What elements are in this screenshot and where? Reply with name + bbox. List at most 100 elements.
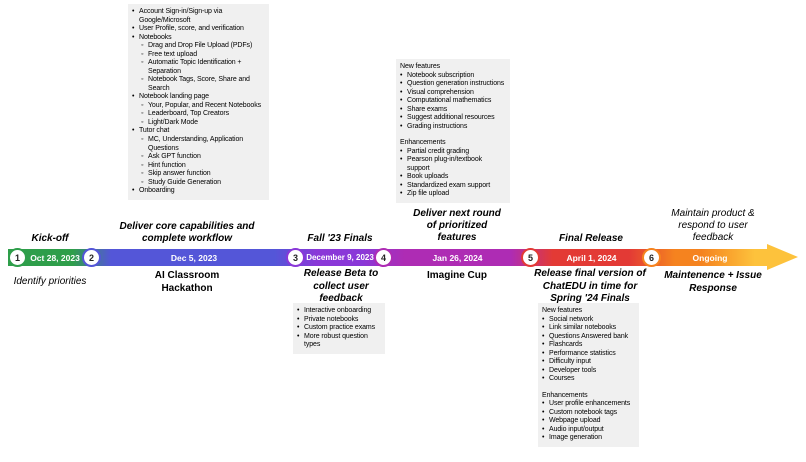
list-item: •Notebook subscription [400,72,506,81]
list-item: •Custom practice exams [297,324,381,333]
list-item: • Questions Answered bank [542,333,635,342]
list-item: •Link similar notebooks [542,324,635,333]
list-item-text: Light/Dark Mode [148,118,198,126]
list-item-text: Courses [549,375,575,383]
milestone-1-date: Oct 28, 2023 [30,253,80,263]
list-item: • Social network [542,316,635,325]
list-item-text: Your, Popular, and Recent Notebooks [148,101,261,109]
list-item-text: Partial credit grading [407,147,469,155]
milestone-5-marker: 5 [521,248,540,267]
callout-final-release-features-list: New features•Social network•Link similar… [538,303,639,447]
list-item-text: Drag and Drop File Upload (PDFs) [148,42,253,50]
bullet-icon: • [542,349,545,357]
milestone-3-marker: 3 [286,248,305,267]
list-item: •Grading instructions [400,123,506,132]
bullet-icon: • [400,80,403,88]
list-item-text: Notebook Tags, Score, Share and Search [148,76,250,92]
list-section-header: New features [542,307,583,314]
callout-core-capabilities-list: •Account Sign-in/Sign-up via Google/Micr… [128,4,269,200]
milestone-2-label: AI Classroom Hackathon [154,270,220,294]
bullet-icon: ◦ [141,110,144,118]
bullet-icon: • [542,408,545,416]
bullet-icon: • [542,425,545,433]
list-spacer [400,131,506,139]
list-item-text: Automatic Topic Identification + Separat… [148,59,242,75]
bullet-icon: • [542,332,545,340]
milestone-4-title: Deliver next round of prioritized featur… [413,208,501,243]
bullet-icon: • [400,88,403,96]
list-item: • Developer tools [542,367,635,376]
list-item: •Tutor chat [132,127,265,136]
bullet-icon: • [132,33,135,41]
list-item: ◦ Hint function [132,162,265,171]
bullet-icon: • [132,187,135,195]
list-item-text: Zip file upload [407,190,450,198]
list-item: • Visual comprehension [400,89,506,98]
list-item-text: Ask GPT function [148,153,201,161]
bullet-icon: • [400,114,403,122]
bullet-icon: • [132,8,135,15]
bullet-icon: • [132,127,135,135]
bullet-icon: ◦ [141,135,144,143]
list-item: •Performance statistics [542,350,635,359]
list-item-text: Notebook landing page [139,93,209,101]
list-item: •Difficulty input [542,358,635,367]
list-item: ◦ MC, Understanding, Application Question… [132,136,265,153]
bullet-icon: • [297,315,300,323]
list-item: •Webpage upload [542,417,635,426]
bullet-icon: ◦ [141,170,144,178]
list-item-text: Suggest additional resources [407,114,495,122]
list-item: • Question generation instructions [400,80,506,89]
list-item: ◦ Leaderboard, Top Creators [132,110,265,119]
milestone-5-label: Release final version of ChatEDU in time… [534,268,646,304]
bullet-icon: • [297,324,300,332]
list-item-text: Image generation [549,434,602,442]
list-item: ◦Notebook Tags, Score, Share and Search [132,76,265,93]
milestone-6-title: Maintain product & respond to user feedb… [671,208,755,243]
list-item-text: Leaderboard, Top Creators [148,110,230,118]
bullet-icon: ◦ [141,50,144,58]
list-item: •Book uploads [400,173,506,182]
list-item-text: Grading instructions [407,122,468,130]
bullet-icon: • [132,93,135,101]
bullet-icon: ◦ [141,161,144,169]
milestone-5-title: Final Release [559,233,623,244]
list-item: •Pearson plug-in/textbook support [400,156,506,173]
list-item-text: Difficulty input [549,358,591,366]
bullet-icon: ◦ [141,42,144,50]
list-item-text: Private notebooks [304,315,359,323]
list-item-text: Question generation instructions [407,80,505,88]
list-item-text: Developer tools [549,366,597,374]
list-item: • Notebook landing page [132,93,265,102]
list-item-text: Social network [549,315,594,323]
list-item-text: Visual comprehension [407,88,474,96]
bullet-icon: • [297,307,300,314]
list-item-text: User Profile, score, and verification [139,25,244,33]
list-item: •Onboarding [132,187,265,196]
list-section-header: Enhancements [400,139,446,147]
bullet-icon: • [400,97,403,105]
list-item-text: Computational mathematics [407,97,492,105]
list-item-text: Link similar notebooks [549,324,617,332]
list-item: ◦ Ask GPT function [132,153,265,162]
list-item: • Private notebooks [297,316,381,325]
list-item-text: Hint function [148,161,186,169]
list-item: ◦Study Guide Generation [132,179,265,188]
bullet-icon: • [542,315,545,323]
bullet-icon: • [542,366,545,374]
bullet-icon: ◦ [141,101,144,109]
bullet-icon: • [542,417,545,425]
bullet-icon: • [400,190,403,198]
list-item: •Flashcards [542,341,635,350]
list-item-text: More robust question types [304,332,368,349]
list-item: •Partial credit grading [400,148,506,157]
list-item: •Courses [542,375,635,384]
list-section-header: New features [400,63,441,70]
bullet-icon: ◦ [141,178,144,186]
list-item-text: Questions Answered bank [549,332,629,340]
bullet-icon: ◦ [141,153,144,161]
list-item-text: MC, Understanding, Application Questions [148,135,244,152]
list-item: ◦Light/Dark Mode [132,119,265,128]
callout-next-round-features-list: New features•Notebook subscription•Quest… [396,59,510,203]
list-item-text: Free text upload [148,50,197,58]
